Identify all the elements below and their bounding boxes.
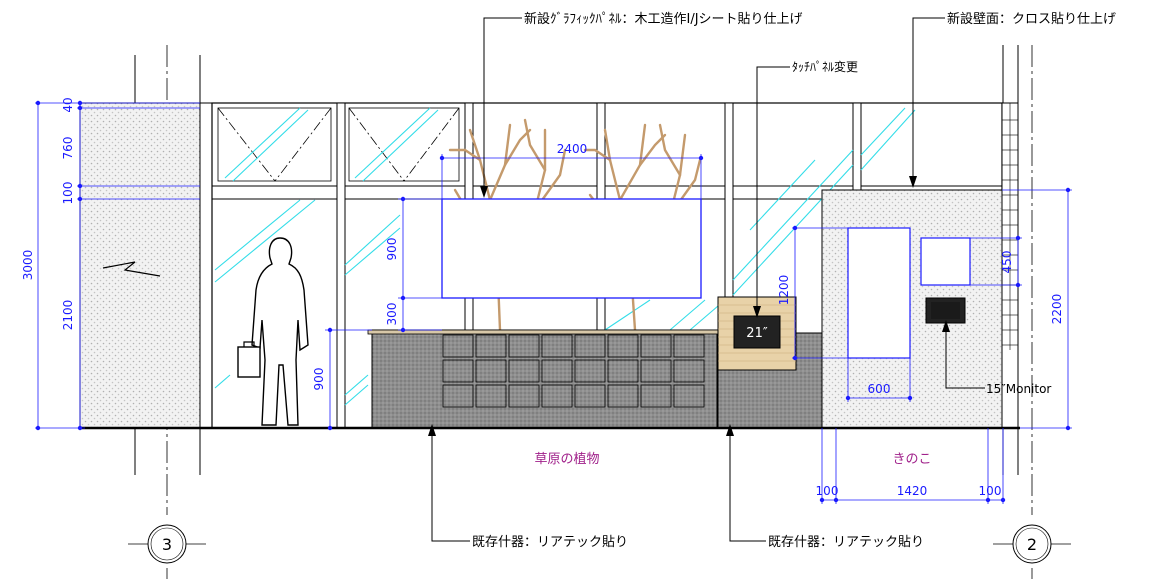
grid-marker-left [128, 524, 206, 564]
graphic-panel-note: 新設ｸﾞﾗﾌｨｯｸﾊﾟﾈﾙ：木工造作I/Jシート貼り仕上げ [524, 11, 803, 27]
left-mullion [199, 102, 213, 429]
left-column [79, 102, 201, 429]
dim-side-left: 100 [816, 484, 839, 498]
dim-panel-width: 2400 [557, 142, 588, 156]
screen-size-label: 21″ [746, 326, 768, 341]
arrowheads [428, 176, 950, 436]
grid-label-right: 2 [1027, 535, 1037, 554]
dim-wall-height: 2200 [1050, 294, 1064, 325]
grid-marker-right [993, 524, 1071, 564]
dim-transom-bar: 100 [61, 182, 75, 205]
zone-mushroom: きのこ [892, 452, 931, 467]
dim-side-right: 100 [979, 484, 1002, 498]
dim-wall-width: 1420 [897, 484, 928, 498]
zone-grassland: 草原の植物 [534, 452, 599, 467]
dim-panel-height: 900 [385, 238, 399, 261]
dim-top-band: 40 [61, 97, 75, 112]
dimension-lines [35, 100, 1072, 504]
graphic-panel [441, 198, 702, 299]
leaders [431, 17, 985, 542]
dim-lower-height: 2100 [61, 300, 75, 331]
dim-counter-height: 900 [312, 368, 326, 391]
dim-touch-height: 1200 [777, 275, 791, 306]
dim-monitor-offset: 450 [1000, 251, 1014, 274]
monitor-note: 15″Monitor [986, 382, 1051, 396]
dim-overall-height: 3000 [21, 250, 35, 281]
touch-panel-note: ﾀｯﾁﾊﾟﾈﾙ変更 [792, 59, 858, 74]
dim-panel-gap: 300 [385, 303, 399, 326]
dimension-labels: 3000 40 760 100 2100 900 300 900 2400 12… [21, 97, 1064, 498]
new-wall [821, 189, 1003, 429]
fixture-note-left: 既存什器：リアテック貼り [472, 535, 628, 550]
counter-fixture [367, 329, 823, 429]
human-figure [251, 237, 309, 426]
break-line [102, 261, 161, 277]
dim-transom: 760 [61, 137, 75, 160]
briefcase [237, 346, 261, 378]
new-wall-note: 新設壁面：クロス貼り仕上げ [947, 11, 1116, 27]
fixture-note-right: 既存什器：リアテック貼り [768, 535, 924, 550]
dim-display-width: 600 [868, 382, 891, 396]
grid-label-left: 3 [162, 535, 172, 554]
